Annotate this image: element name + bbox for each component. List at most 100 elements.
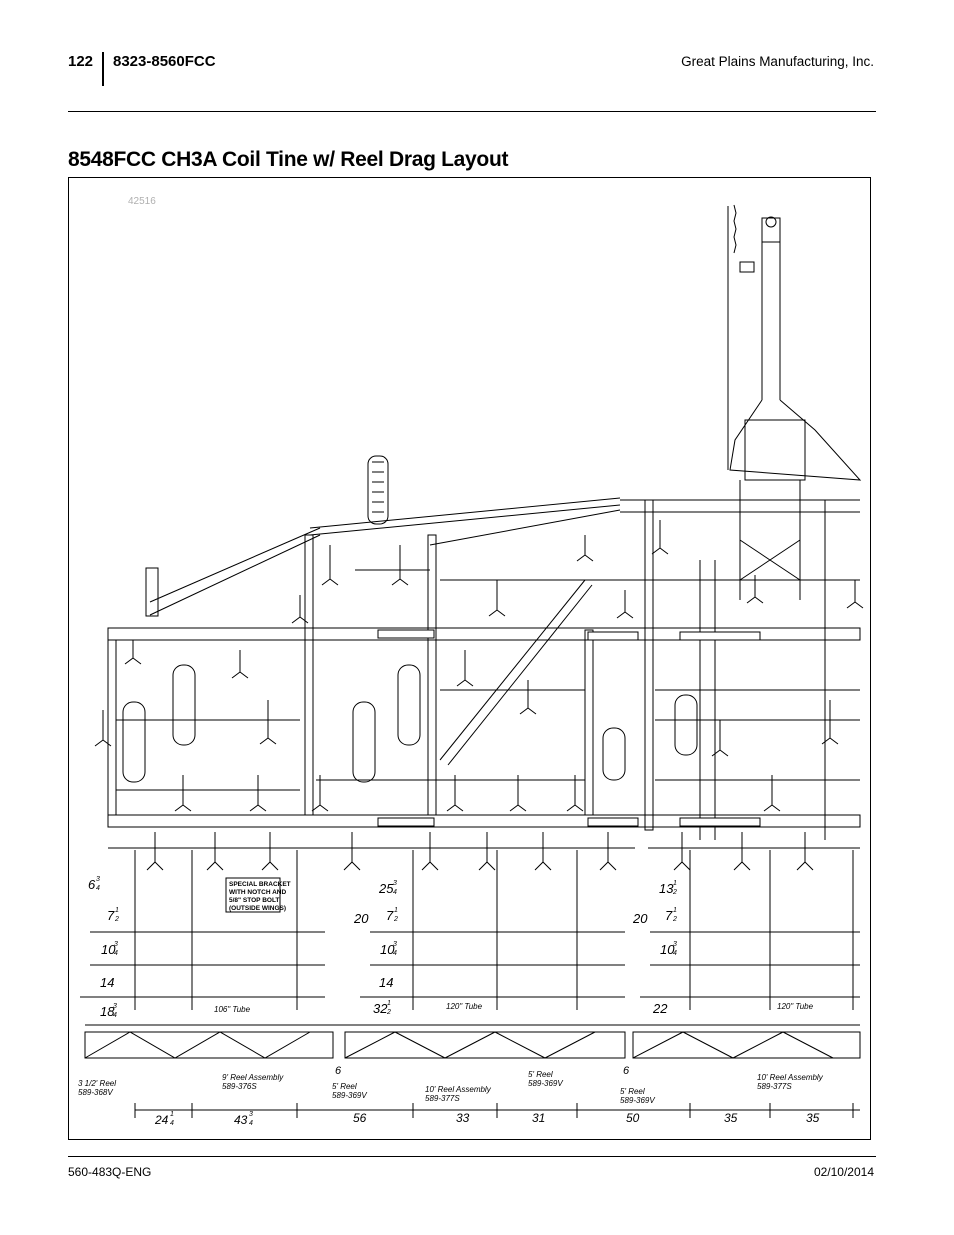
bottom-dimension-line <box>134 1103 860 1118</box>
svg-text:14: 14 <box>379 975 393 990</box>
right-dimensions: 13 1 2 20 7 1 2 10 3 4 22 6 <box>623 880 677 1077</box>
svg-text:589-369V: 589-369V <box>332 1091 367 1100</box>
drawing-frame <box>68 177 871 1140</box>
svg-text:589-369V: 589-369V <box>528 1079 563 1088</box>
svg-text:1: 1 <box>115 907 119 914</box>
svg-text:56: 56 <box>353 1111 367 1125</box>
svg-text:31: 31 <box>532 1111 545 1125</box>
svg-text:35: 35 <box>806 1111 820 1125</box>
svg-text:2: 2 <box>114 916 119 923</box>
reels <box>84 1024 861 1059</box>
svg-text:3: 3 <box>114 941 118 948</box>
svg-text:7: 7 <box>107 908 115 923</box>
svg-text:10' Reel Assembly: 10' Reel Assembly <box>425 1085 492 1094</box>
svg-text:2: 2 <box>393 916 398 923</box>
svg-text:4: 4 <box>393 950 397 957</box>
svg-text:18: 18 <box>100 1004 115 1019</box>
svg-text:5' Reel: 5' Reel <box>332 1082 357 1091</box>
svg-text:43: 43 <box>234 1113 248 1127</box>
svg-text:120" Tube: 120" Tube <box>446 1002 483 1011</box>
svg-text:14: 14 <box>100 975 114 990</box>
svg-text:1: 1 <box>170 1111 174 1118</box>
svg-text:4: 4 <box>393 889 397 896</box>
reel-labels: 3 1/2' Reel 589-368V 9' Reel Assembly 58… <box>78 1070 824 1105</box>
svg-text:3: 3 <box>113 1003 117 1010</box>
page-title: 8548FCC CH3A Coil Tine w/ Reel Drag Layo… <box>68 148 509 171</box>
document-code: 8323-8560FCC <box>113 53 216 70</box>
svg-text:589-377S: 589-377S <box>425 1094 460 1103</box>
frame-rails <box>107 499 861 840</box>
tube-labels: 106" Tube 120" Tube 120" Tube <box>214 1002 814 1014</box>
front-tine-row <box>108 832 860 871</box>
svg-text:10: 10 <box>660 942 675 957</box>
svg-text:9' Reel Assembly: 9' Reel Assembly <box>222 1073 284 1082</box>
left-dimensions: 6 3 4 7 1 2 10 3 4 14 18 3 4 <box>88 876 119 1019</box>
svg-text:7: 7 <box>386 908 394 923</box>
svg-text:106" Tube: 106" Tube <box>214 1005 251 1014</box>
svg-text:3 1/2' Reel: 3 1/2' Reel <box>78 1079 116 1088</box>
company-name: Great Plains Manufacturing, Inc. <box>681 54 874 69</box>
hydraulic-cylinders <box>377 629 761 827</box>
svg-text:589-369V: 589-369V <box>620 1096 655 1105</box>
svg-text:SPECIAL BRACKET: SPECIAL BRACKET <box>229 881 291 888</box>
page-number: 122 <box>68 53 94 70</box>
svg-text:1: 1 <box>387 1000 391 1007</box>
svg-text:4: 4 <box>249 1120 253 1127</box>
svg-text:1: 1 <box>673 907 677 914</box>
svg-text:589-377S: 589-377S <box>757 1082 792 1091</box>
svg-text:10' Reel Assembly: 10' Reel Assembly <box>757 1073 824 1082</box>
svg-text:3: 3 <box>393 941 397 948</box>
svg-text:1: 1 <box>673 880 677 887</box>
svg-text:24: 24 <box>154 1113 169 1127</box>
svg-text:13: 13 <box>659 881 674 896</box>
svg-text:25: 25 <box>378 881 394 896</box>
svg-text:3: 3 <box>393 880 397 887</box>
tine-shanks <box>94 520 864 812</box>
svg-text:32: 32 <box>373 1001 388 1016</box>
special-bracket-note-box <box>225 877 281 913</box>
svg-text:22: 22 <box>652 1001 668 1016</box>
transport-wheel <box>367 455 389 525</box>
header-divider <box>102 52 104 86</box>
publication-date: 02/10/2014 <box>813 1165 874 1179</box>
svg-text:4: 4 <box>170 1120 174 1127</box>
svg-text:20: 20 <box>353 911 369 926</box>
svg-text:10: 10 <box>380 942 395 957</box>
bottom-dimensions: 24 1 4 43 3 4 56 33 31 50 35 35 <box>154 1111 820 1127</box>
footer-rule <box>68 1156 876 1157</box>
svg-text:1: 1 <box>394 907 398 914</box>
svg-text:10: 10 <box>101 942 116 957</box>
svg-text:2: 2 <box>672 916 677 923</box>
svg-text:6: 6 <box>88 877 96 892</box>
svg-text:WITH NOTCH AND: WITH NOTCH AND <box>229 889 286 896</box>
svg-text:4: 4 <box>673 950 677 957</box>
svg-text:50: 50 <box>626 1111 640 1125</box>
svg-text:4: 4 <box>114 950 118 957</box>
svg-text:4: 4 <box>113 1012 117 1019</box>
svg-text:589-376S: 589-376S <box>222 1082 257 1091</box>
svg-text:589-368V: 589-368V <box>78 1088 113 1097</box>
layout-drawing: SPECIAL BRACKET WITH NOTCH AND 5/8" STOP… <box>78 204 864 1127</box>
svg-text:6: 6 <box>335 1065 342 1077</box>
svg-text:5' Reel: 5' Reel <box>620 1087 645 1096</box>
hitch-tongue <box>727 204 862 600</box>
svg-text:120" Tube: 120" Tube <box>777 1002 814 1011</box>
drawing-number: 42516 <box>128 196 156 207</box>
svg-text:2: 2 <box>386 1009 391 1016</box>
svg-text:5' Reel: 5' Reel <box>528 1070 553 1079</box>
svg-text:33: 33 <box>456 1111 470 1125</box>
gauge-wheels <box>122 664 698 783</box>
svg-text:6: 6 <box>623 1065 630 1077</box>
svg-text:7: 7 <box>665 908 673 923</box>
svg-text:4: 4 <box>96 885 100 892</box>
svg-text:(OUTSIDE WINGS): (OUTSIDE WINGS) <box>229 905 286 912</box>
part-number: 560-483Q-ENG <box>68 1165 152 1179</box>
svg-text:35: 35 <box>724 1111 738 1125</box>
svg-text:3: 3 <box>673 941 677 948</box>
special-bracket-note: SPECIAL BRACKET WITH NOTCH AND 5/8" STOP… <box>229 881 291 912</box>
frame-braces <box>145 497 860 766</box>
svg-text:2: 2 <box>672 889 677 896</box>
svg-text:5/8" STOP BOLT: 5/8" STOP BOLT <box>229 897 279 904</box>
header-rule <box>68 111 876 112</box>
drag-bars <box>80 850 860 1010</box>
